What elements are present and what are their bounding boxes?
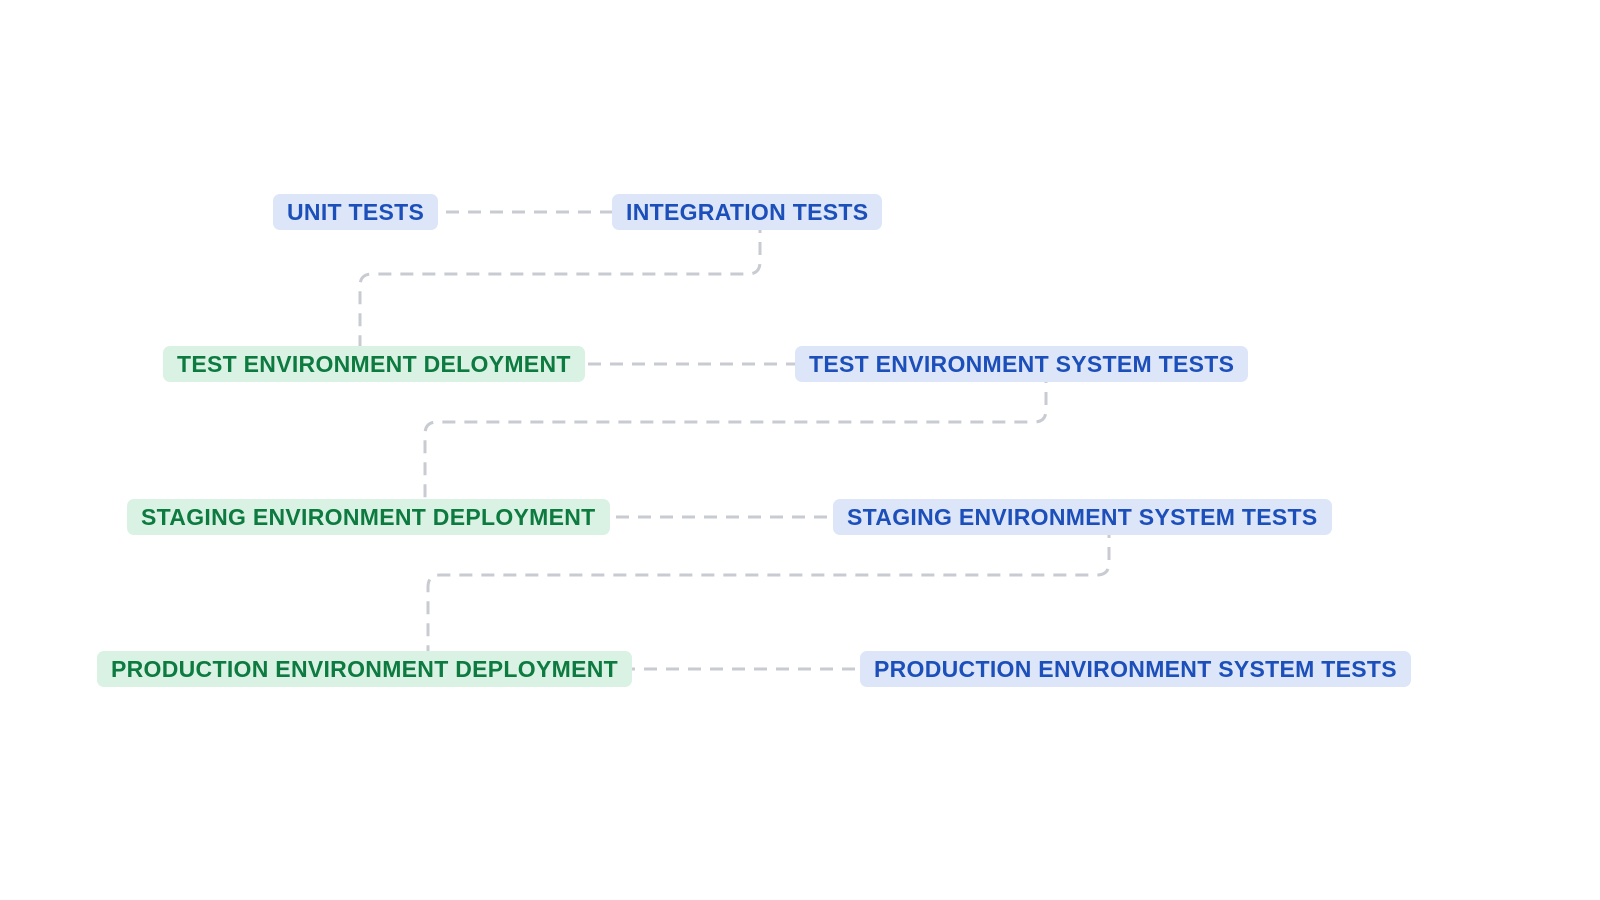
edge-staging-environment-system-tests-to-production-environment-deployment bbox=[426, 525, 1111, 660]
node-integration-tests[interactable]: INTEGRATION TESTS bbox=[612, 194, 883, 230]
node-test-environment-deployment[interactable]: TEST ENVIRONMENT DELOYMENT bbox=[163, 346, 585, 382]
node-test-environment-system-tests[interactable]: TEST ENVIRONMENT SYSTEM TESTS bbox=[795, 346, 1249, 382]
node-production-environment-system-tests[interactable]: PRODUCTION ENVIRONMENT SYSTEM TESTS bbox=[860, 651, 1411, 687]
node-staging-environment-deployment[interactable]: STAGING ENVIRONMENT DEPLOYMENT bbox=[127, 499, 610, 535]
edge-test-environment-system-tests-to-staging-environment-deployment bbox=[423, 370, 1048, 508]
node-production-environment-deployment[interactable]: PRODUCTION ENVIRONMENT DEPLOYMENT bbox=[97, 651, 632, 687]
node-staging-environment-system-tests[interactable]: STAGING ENVIRONMENT SYSTEM TESTS bbox=[833, 499, 1332, 535]
node-unit-tests[interactable]: UNIT TESTS bbox=[273, 194, 439, 230]
edge-integration-tests-to-test-environment-deployment bbox=[358, 220, 762, 355]
